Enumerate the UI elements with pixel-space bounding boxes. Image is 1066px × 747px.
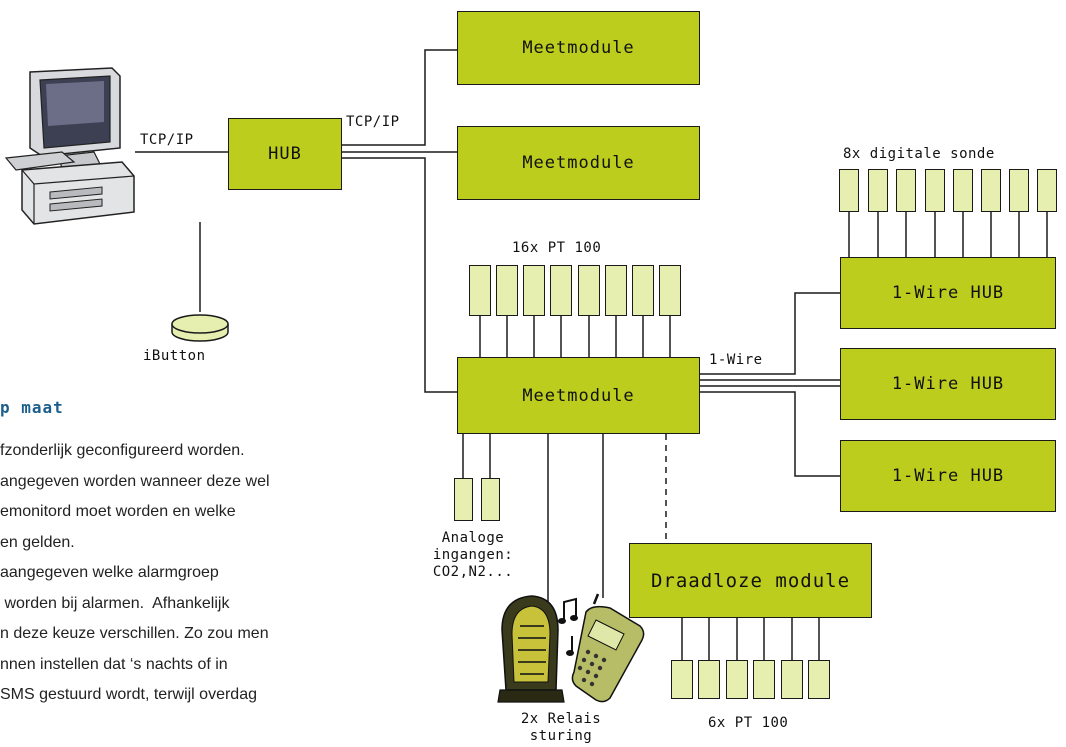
wires-pt100-16 bbox=[479, 316, 671, 357]
digitale-sonde-probe bbox=[1009, 169, 1029, 212]
body-text-line: emonitord moet worden en welke bbox=[0, 503, 236, 520]
body-text-line: n deze keuze verschillen. Zo zou men bbox=[0, 625, 269, 642]
hub-box: HUB bbox=[228, 118, 342, 190]
pt100-probe-small bbox=[753, 660, 775, 699]
wire-onewire-hub-3 bbox=[700, 391, 840, 477]
computer-icon bbox=[4, 67, 135, 225]
pt100-probe-small bbox=[781, 660, 803, 699]
ibutton-icon bbox=[171, 314, 229, 342]
draadloze-module-box: Draadloze module bbox=[629, 543, 872, 618]
pt100-probe bbox=[659, 265, 681, 316]
digitale-sonde-label: 8x digitale sonde bbox=[843, 146, 995, 162]
digitale-sonde-probe bbox=[896, 169, 916, 212]
relais-icon bbox=[497, 593, 645, 703]
body-text-line: SMS gestuurd wordt, terwijl overdag bbox=[0, 686, 257, 703]
pt100-probe bbox=[496, 265, 518, 316]
analog-probe bbox=[454, 478, 473, 521]
analog-probe bbox=[481, 478, 500, 521]
pt100-16-label: 16x PT 100 bbox=[512, 240, 602, 256]
body-text: fzonderlijk geconfigureerd worden. angeg… bbox=[0, 436, 270, 711]
pt100-probe bbox=[632, 265, 654, 316]
analog-label-line1: Analoge bbox=[441, 530, 505, 546]
pt100-probe bbox=[523, 265, 545, 316]
body-text-line: angegeven worden wanneer deze wel bbox=[0, 472, 270, 490]
pt100-probe-small bbox=[726, 660, 748, 699]
digitale-sonde-probe bbox=[839, 169, 859, 212]
pt100-probe bbox=[469, 265, 491, 316]
wire-hub-meetmodule-1 bbox=[342, 49, 457, 146]
tcpip-label-right: TCP/IP bbox=[346, 114, 400, 130]
digitale-sonde-probe bbox=[1037, 169, 1057, 212]
digitale-sonde-probe bbox=[925, 169, 945, 212]
relais-label-line2: sturing bbox=[529, 728, 593, 744]
pt100-6-label: 6x PT 100 bbox=[708, 715, 789, 731]
body-text-line: nnen instellen dat ‘s nachts of in bbox=[0, 655, 228, 673]
tcpip-label-left: TCP/IP bbox=[140, 132, 194, 148]
body-text-line: fzonderlijk geconfigureerd worden. bbox=[0, 442, 245, 459]
pt100-probe bbox=[605, 265, 627, 316]
wires-digitale-sonde bbox=[848, 212, 1048, 257]
section-heading: p maat bbox=[0, 398, 64, 417]
onewire-label: 1-Wire bbox=[709, 352, 763, 368]
digitale-sonde-probe bbox=[868, 169, 888, 212]
analog-label: Analoge ingangen: CO2,N2... bbox=[406, 530, 540, 581]
body-text-line: worden bij alarmen. Afhankelijk bbox=[0, 594, 230, 612]
digitale-sonde-probe bbox=[953, 169, 973, 212]
meetmodule-box-1: Meetmodule bbox=[457, 11, 700, 85]
onewire-hub-box-2: 1-Wire HUB bbox=[840, 348, 1056, 420]
relais-label-line1: 2x Relais bbox=[520, 711, 602, 727]
onewire-hub-box-3: 1-Wire HUB bbox=[840, 440, 1056, 512]
wires-pt100-6 bbox=[681, 618, 820, 660]
pt100-probe-small bbox=[698, 660, 720, 699]
relais-label: 2x Relais sturing bbox=[500, 711, 622, 745]
analog-label-line2: ingangen: bbox=[432, 547, 514, 563]
onewire-hub-box-1: 1-Wire HUB bbox=[840, 257, 1056, 329]
ibutton-label: iButton bbox=[143, 348, 206, 364]
wire-hub-meetmodule-3 bbox=[342, 157, 457, 393]
wire-onewire-hub-1 bbox=[700, 292, 840, 375]
pt100-probe bbox=[550, 265, 572, 316]
body-text-line: aangegeven welke alarmgroep bbox=[0, 564, 219, 581]
body-text-line: en gelden. bbox=[0, 533, 75, 551]
meetmodule-box-2: Meetmodule bbox=[457, 126, 700, 200]
analog-label-line3: CO2,N2... bbox=[432, 564, 514, 580]
digitale-sonde-probe bbox=[981, 169, 1001, 212]
pt100-probe-small bbox=[808, 660, 830, 699]
pt100-probe bbox=[578, 265, 600, 316]
pt100-probe-small bbox=[671, 660, 693, 699]
meetmodule-box-3: Meetmodule bbox=[457, 357, 700, 434]
